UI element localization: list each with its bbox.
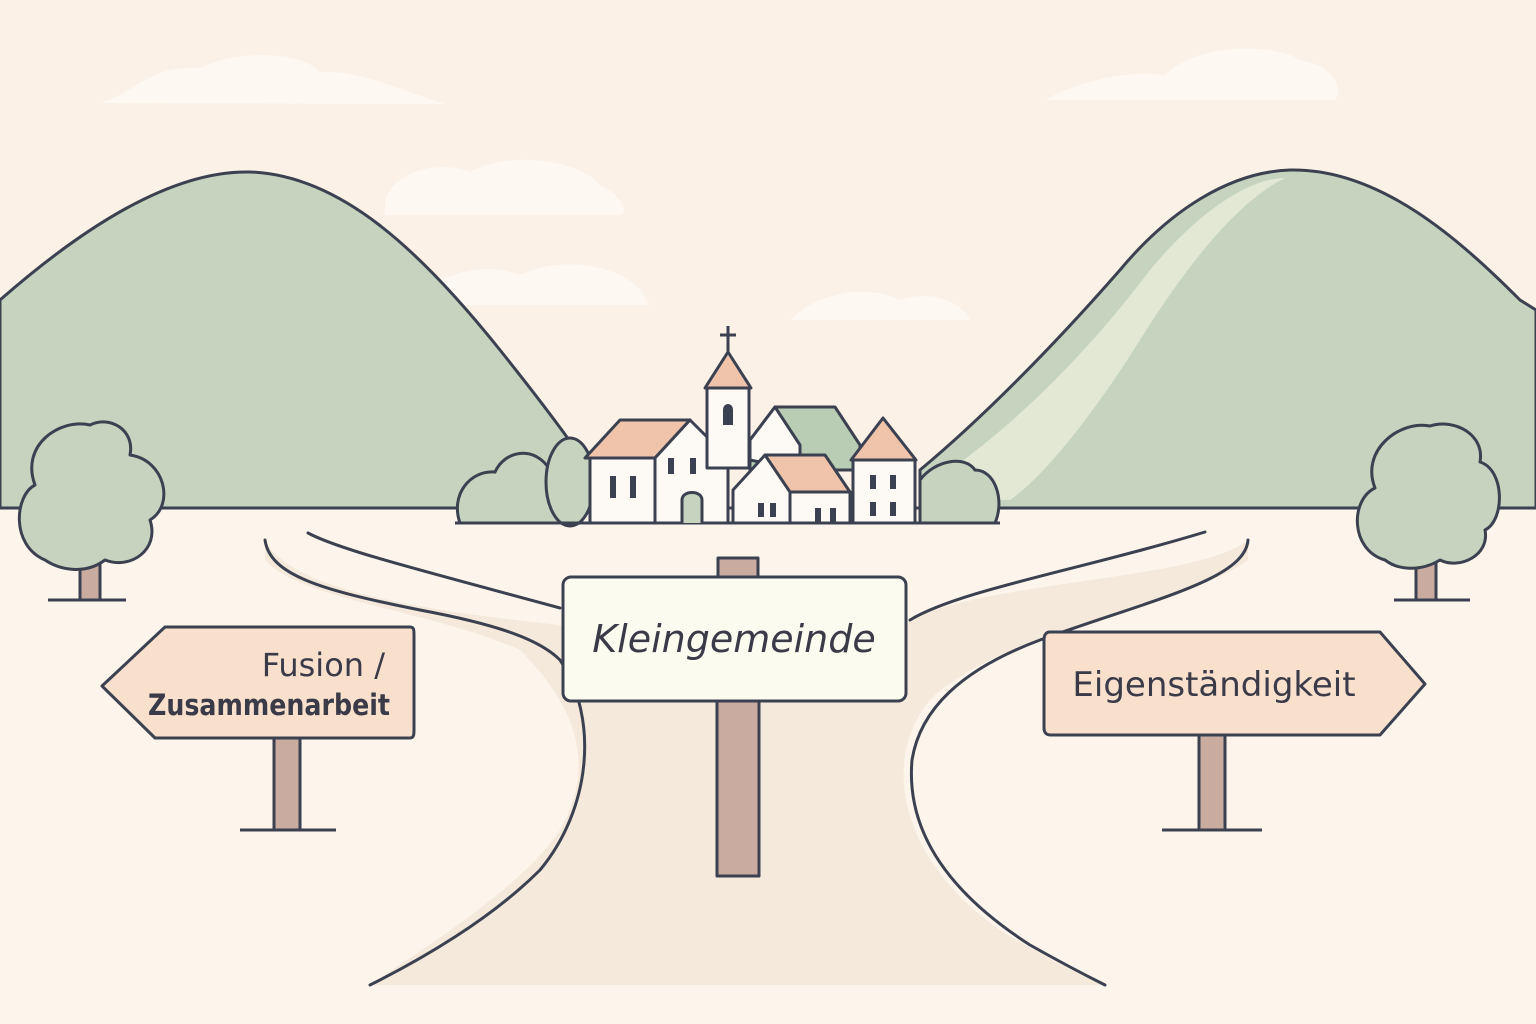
left-arrow-sign [100, 625, 416, 740]
house-right [849, 416, 918, 525]
right-signpost [1042, 630, 1427, 832]
house-middle [731, 453, 852, 525]
center-signpost [561, 556, 908, 878]
church-icon [703, 326, 753, 470]
cloud-icon [100, 48, 1339, 320]
center-sign-label: Kleingemeinde [592, 617, 876, 661]
left-sign-line2: Zusammenarbeit [148, 688, 390, 722]
village [583, 326, 918, 525]
left-hill [0, 170, 592, 510]
left-sign-line1: Fusion / [262, 646, 386, 684]
right-sign-label: Eigenständigkeit [1072, 665, 1355, 705]
left-signpost [100, 625, 416, 832]
center-sign-board [561, 575, 908, 703]
tree-icon [1355, 422, 1501, 602]
right-arrow-sign [1042, 630, 1427, 737]
village-bushes [455, 436, 1001, 528]
right-hill-highlight [950, 178, 1285, 500]
tree-icon [17, 420, 166, 602]
